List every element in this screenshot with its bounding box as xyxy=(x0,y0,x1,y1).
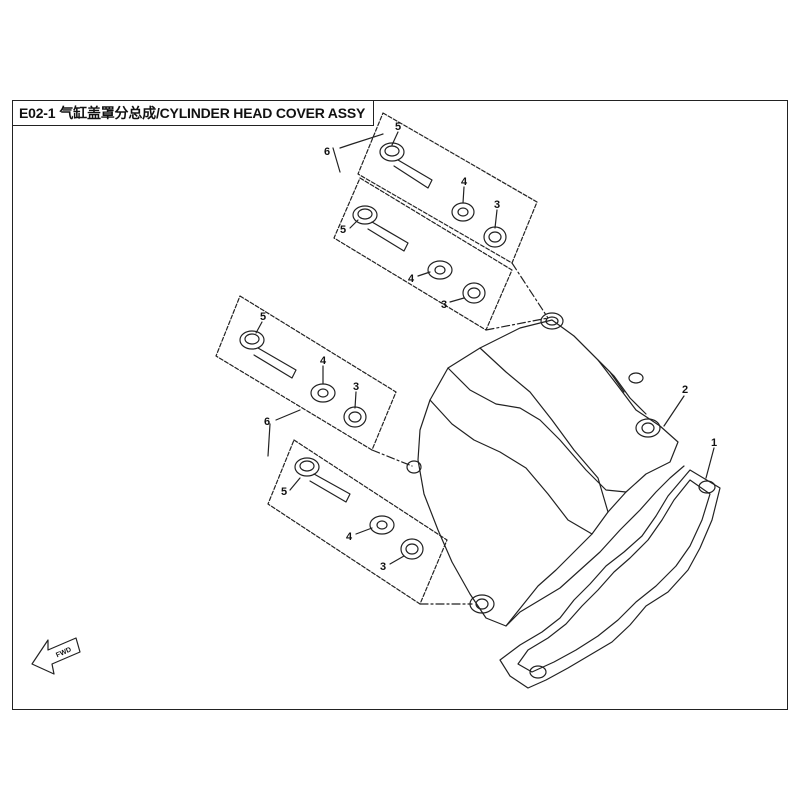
cover-bolt-boss-hole xyxy=(545,316,559,326)
leader-line-5d xyxy=(289,477,301,491)
align-line-3 xyxy=(371,449,413,467)
cover-top-ridge xyxy=(447,367,627,493)
fwd-label: FWD xyxy=(55,646,72,659)
leader-line-3a xyxy=(494,209,498,229)
washer-hole xyxy=(434,265,446,275)
bolt-head-inner xyxy=(384,145,400,157)
cover-ridge-line xyxy=(479,347,609,513)
callout-4-bottom-2: 4 xyxy=(346,531,353,543)
callout-5-top-2: 5 xyxy=(340,224,346,236)
cover-bolt-boss xyxy=(540,312,564,330)
seal xyxy=(462,282,486,304)
leader-line-3c xyxy=(354,391,357,409)
bolt-group-box-top-1 xyxy=(357,112,538,264)
leader-line-4d xyxy=(355,527,373,535)
bolt-head-inner xyxy=(299,460,315,472)
seal xyxy=(400,538,424,560)
cover-bolt-boss xyxy=(635,418,661,438)
callout-4-bottom-1: 4 xyxy=(320,355,327,367)
callout-5-top-1: 5 xyxy=(395,121,401,133)
leader-line-3d xyxy=(389,555,405,565)
cover-bolt-boss xyxy=(469,594,495,614)
cover-bolt-boss xyxy=(406,460,422,474)
leader-line-5a xyxy=(391,131,399,146)
bolt-head-inner xyxy=(357,208,373,220)
callout-3-top-2: 3 xyxy=(441,299,447,311)
align-line-1 xyxy=(511,262,549,319)
title-text: 气缸盖罩分总成/CYLINDER HEAD COVER ASSY xyxy=(59,105,366,121)
seal-inner xyxy=(405,543,419,555)
gasket-bolt-hole xyxy=(529,665,547,679)
bolt-head xyxy=(352,205,378,225)
seal-inner xyxy=(467,287,481,299)
leader-line-1 xyxy=(705,447,715,479)
cover-bolt-boss-hole xyxy=(641,422,655,434)
callout-4-top-2: 4 xyxy=(408,273,415,285)
cover-gasket-inner xyxy=(517,479,711,673)
callout-1: 1 xyxy=(711,437,717,449)
leader-line-5b xyxy=(349,219,359,229)
washer xyxy=(427,260,453,280)
bolt-assembly-bottom-2 xyxy=(294,457,424,560)
bolt-group-box-bottom-1 xyxy=(215,295,397,451)
seal xyxy=(343,406,367,428)
leader-line-6-top xyxy=(332,133,384,173)
diagram-frame xyxy=(12,100,788,710)
callout-6-bottom: 6 xyxy=(264,416,270,428)
seal-inner xyxy=(488,231,502,243)
washer-hole xyxy=(457,207,469,217)
washer xyxy=(369,515,395,535)
callout-3-bottom-2: 3 xyxy=(380,561,386,573)
leader-line-2 xyxy=(663,395,685,427)
gasket-bolt-hole xyxy=(698,480,716,494)
bolt-head xyxy=(294,457,320,477)
callout-4-top-1: 4 xyxy=(461,176,468,188)
cover-bolt-boss-hole xyxy=(475,598,489,610)
callout-3-bottom-1: 3 xyxy=(353,381,359,393)
washer xyxy=(310,383,336,403)
bolt-head-inner xyxy=(244,333,260,345)
cover-flange xyxy=(505,465,685,627)
bolt-head xyxy=(379,142,405,162)
seal xyxy=(483,226,507,248)
cover-gasket xyxy=(499,469,721,689)
title-code: E02-1 xyxy=(19,105,56,121)
leader-line-3b xyxy=(449,297,465,303)
washer-hole xyxy=(317,388,329,398)
cover-edge-detail-2 xyxy=(597,359,647,415)
bolt-shank xyxy=(367,221,409,252)
cylinder-head-cover-body xyxy=(417,319,679,627)
cover-top-ridge-2 xyxy=(429,399,593,535)
title-box: E02-1 气缸盖罩分总成/CYLINDER HEAD COVER ASSY xyxy=(12,100,375,126)
callout-5-bottom-2: 5 xyxy=(281,486,287,498)
leader-line-6-bottom xyxy=(267,409,301,457)
bolt-group-box-top-2 xyxy=(333,177,513,331)
leader-line-5c xyxy=(255,321,263,334)
callout-5-bottom-1: 5 xyxy=(260,311,266,323)
fwd-arrow-icon xyxy=(31,637,81,675)
bolt-shank xyxy=(309,473,351,503)
cover-bolt-boss xyxy=(628,372,644,384)
washer-hole xyxy=(376,520,388,530)
bolt-assembly-top-1 xyxy=(379,142,507,248)
align-line-2 xyxy=(485,317,549,331)
washer xyxy=(451,202,475,222)
leader-line-4a xyxy=(462,186,465,204)
leader-line-4b xyxy=(417,271,431,277)
bolt-assembly-top-2 xyxy=(352,205,486,304)
bolt-head xyxy=(239,330,265,350)
bolt-shank xyxy=(253,347,297,379)
seal-inner xyxy=(348,411,362,423)
bolt-shank xyxy=(393,159,433,189)
callout-2: 2 xyxy=(682,384,688,396)
callout-6-top: 6 xyxy=(324,146,330,158)
callout-3-top-1: 3 xyxy=(494,199,500,211)
bolt-assembly-bottom-1 xyxy=(239,330,367,428)
